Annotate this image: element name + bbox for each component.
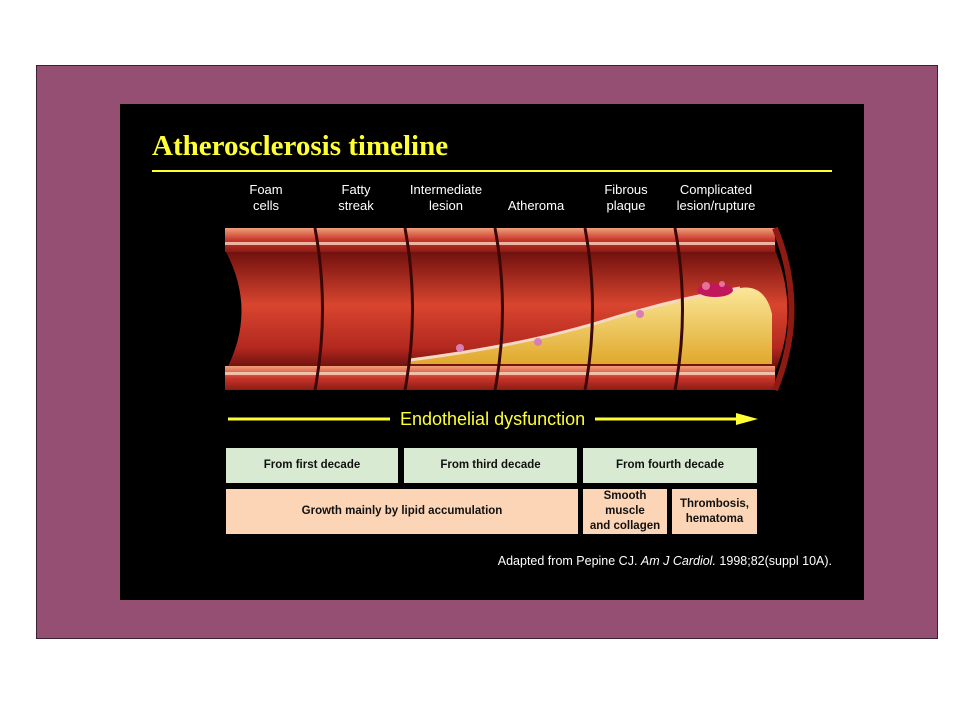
segment-divider — [583, 227, 594, 391]
growth-box-thrombosis: Thrombosis, hematoma — [672, 489, 757, 534]
onset-box-fourth-decade: From fourth decade — [583, 448, 757, 483]
artery-illustration — [225, 226, 795, 392]
segment-divider — [313, 227, 324, 391]
arrow-head-icon — [736, 413, 758, 425]
growth-box-smooth-muscle: Smooth muscle and collagen — [583, 489, 667, 534]
stage-label-line: Atheroma — [507, 198, 565, 213]
foam-cell — [636, 310, 644, 318]
citation-journal: Am J Cardiol. — [640, 554, 716, 568]
platelet-cluster — [719, 281, 725, 287]
growth-box-line: Thrombosis, — [679, 497, 749, 510]
stage-label-foam-cells: Foam cells — [206, 182, 326, 214]
wall-layer-line — [225, 242, 775, 245]
title-underline — [152, 170, 832, 172]
stage-label-atheroma: Atheroma — [476, 182, 596, 214]
stage-label-line: Fatty — [341, 182, 371, 197]
stage-label-line: plaque — [606, 198, 646, 213]
onset-box-third-decade: From third decade — [404, 448, 577, 483]
arrow-label: Endothelial dysfunction — [390, 407, 596, 431]
onset-box-first-decade: From first decade — [226, 448, 398, 483]
wall-layer-line — [225, 372, 775, 375]
segment-divider — [403, 227, 414, 391]
segment-divider — [673, 227, 684, 391]
figure-panel: Atherosclerosis timeline Foam cells Fatt… — [120, 104, 864, 600]
stage-label-line: lesion — [429, 198, 463, 213]
stage-label-intermediate-lesion: Intermediate lesion — [386, 182, 506, 214]
citation-prefix: Adapted from Pepine CJ. — [497, 554, 641, 568]
segment-divider — [493, 227, 504, 391]
figure-title: Atherosclerosis timeline — [152, 130, 449, 162]
stage-label-line: Fibrous — [604, 182, 648, 197]
artery-opening — [225, 250, 242, 372]
stage-label-line: streak — [338, 198, 374, 213]
growth-box-line: Smooth muscle — [603, 490, 647, 517]
platelet-cluster — [702, 282, 710, 290]
artery-wall-top — [225, 228, 775, 252]
artery-wall-bottom — [225, 366, 775, 390]
stage-label-line: Complicated — [679, 182, 753, 197]
foam-cell — [534, 338, 542, 346]
foam-cell — [456, 344, 464, 352]
fibrous-cap — [409, 286, 741, 362]
stage-label-complicated-lesion: Complicated lesion/rupture — [656, 182, 776, 214]
growth-box-lipid: Growth mainly by lipid accumulation — [226, 489, 578, 534]
stage-label-fatty-streak: Fatty streak — [296, 182, 416, 214]
growth-box-line: hematoma — [685, 512, 744, 525]
stage-label-fibrous-plaque: Fibrous plaque — [566, 182, 686, 214]
growth-box-text: Growth mainly by lipid accumulation — [301, 505, 503, 517]
stage-label-line: lesion/rupture — [676, 198, 756, 213]
stage-label-line: Intermediate — [409, 182, 483, 197]
stage-label-line: cells — [252, 198, 279, 213]
citation: Adapted from Pepine CJ. Am J Cardiol. 19… — [498, 554, 832, 568]
artery-cut-end — [772, 226, 795, 392]
citation-suffix: 1998;82(suppl 10A). — [715, 554, 832, 568]
growth-box-line: and collagen — [589, 520, 661, 532]
stage-label-line: Foam — [249, 182, 283, 197]
